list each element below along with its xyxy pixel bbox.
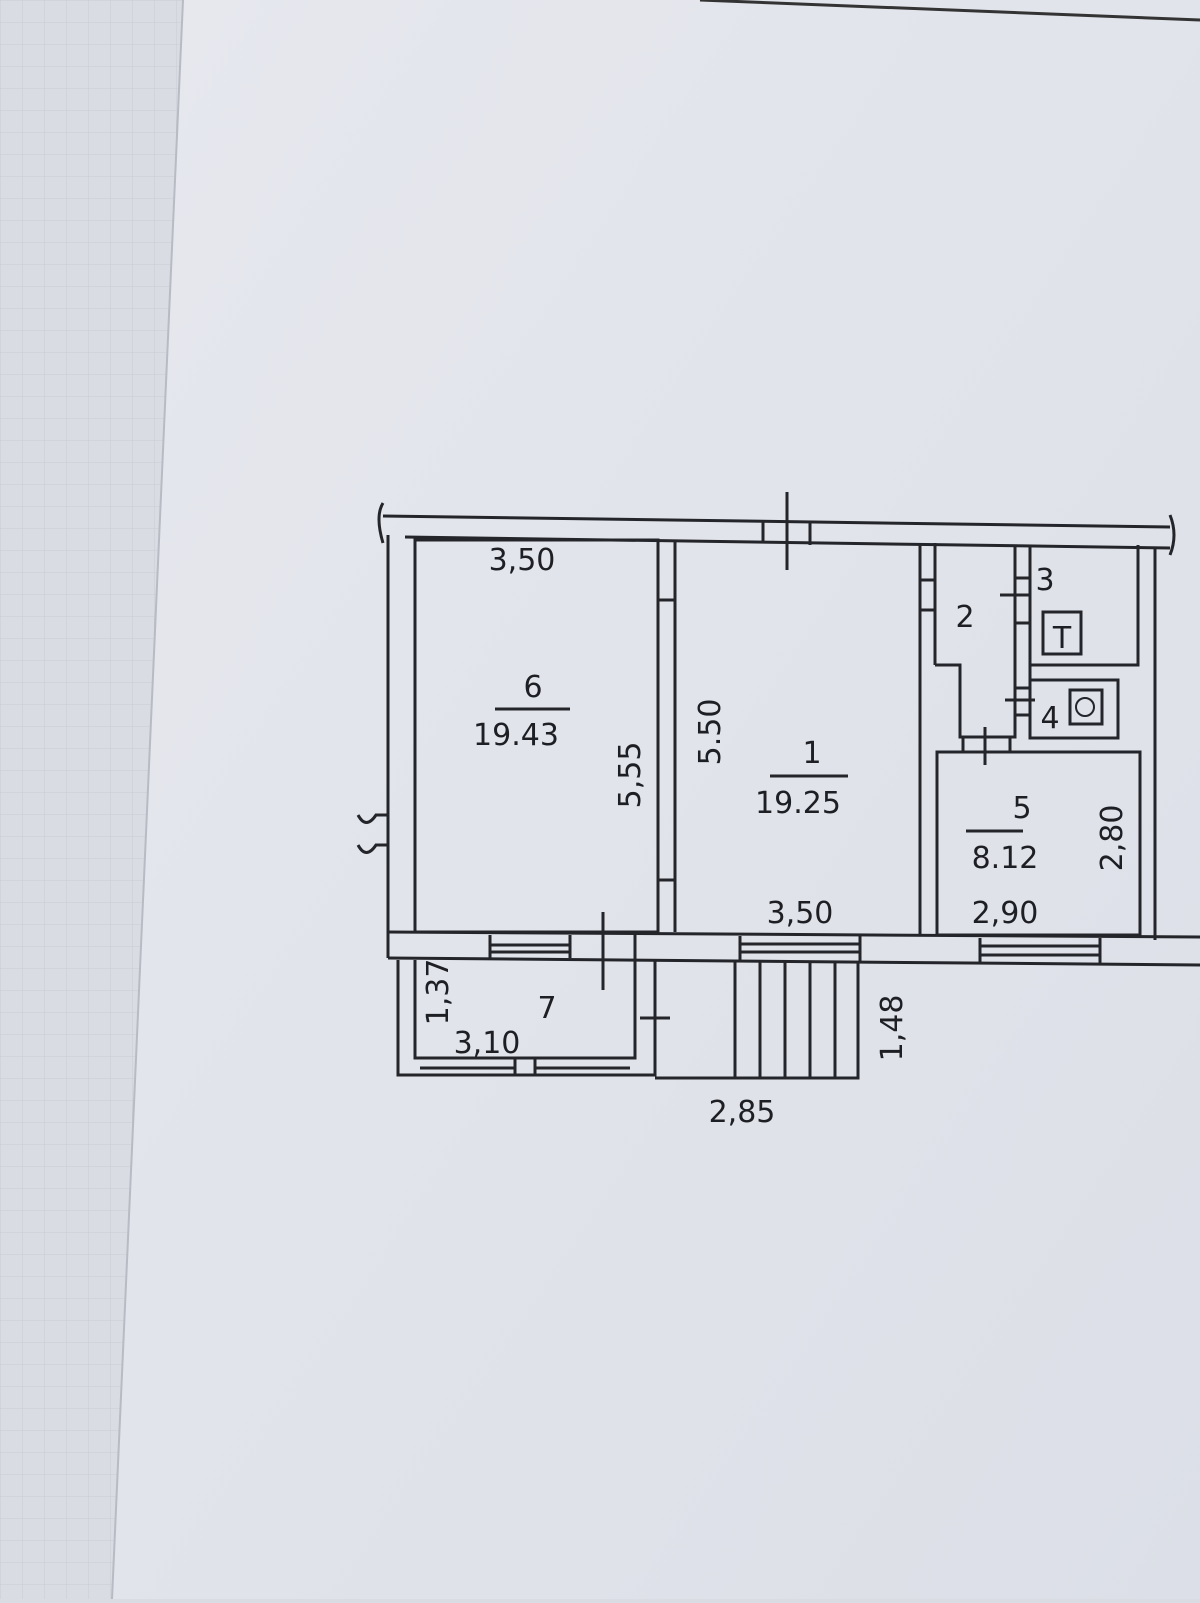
- room-7-width: 3,10: [454, 1026, 521, 1061]
- room-1-number: 1: [802, 736, 821, 771]
- room-5-area: 8.12: [972, 841, 1039, 876]
- room-5-number: 5: [1012, 791, 1031, 826]
- room-5-length: 2,80: [1095, 805, 1130, 872]
- walls: [356, 492, 1200, 1080]
- room-6-number: 6: [523, 670, 542, 705]
- paper-sheet: [112, 0, 1200, 1599]
- room-5-width: 2,90: [972, 896, 1039, 931]
- stove-icon: [1075, 697, 1095, 717]
- room-6-length: 5,55: [613, 742, 648, 809]
- room-1-width: 3,50: [767, 896, 834, 931]
- toilet-icon: T: [1052, 621, 1072, 656]
- room-6-width: 3,50: [489, 543, 556, 578]
- room-4-number: 4: [1040, 701, 1059, 736]
- room-6-area: 19.43: [473, 718, 559, 753]
- stairs-length: 1,48: [875, 995, 910, 1062]
- room-7-number: 7: [537, 991, 556, 1026]
- room-2-number: 2: [955, 600, 974, 635]
- room-3-number: 3: [1035, 563, 1054, 598]
- stairs-width: 2,85: [709, 1095, 776, 1130]
- room-1-length: 5.50: [693, 699, 728, 766]
- room-1-area: 19.25: [755, 786, 841, 821]
- room-7-length: 1,37: [421, 959, 456, 1026]
